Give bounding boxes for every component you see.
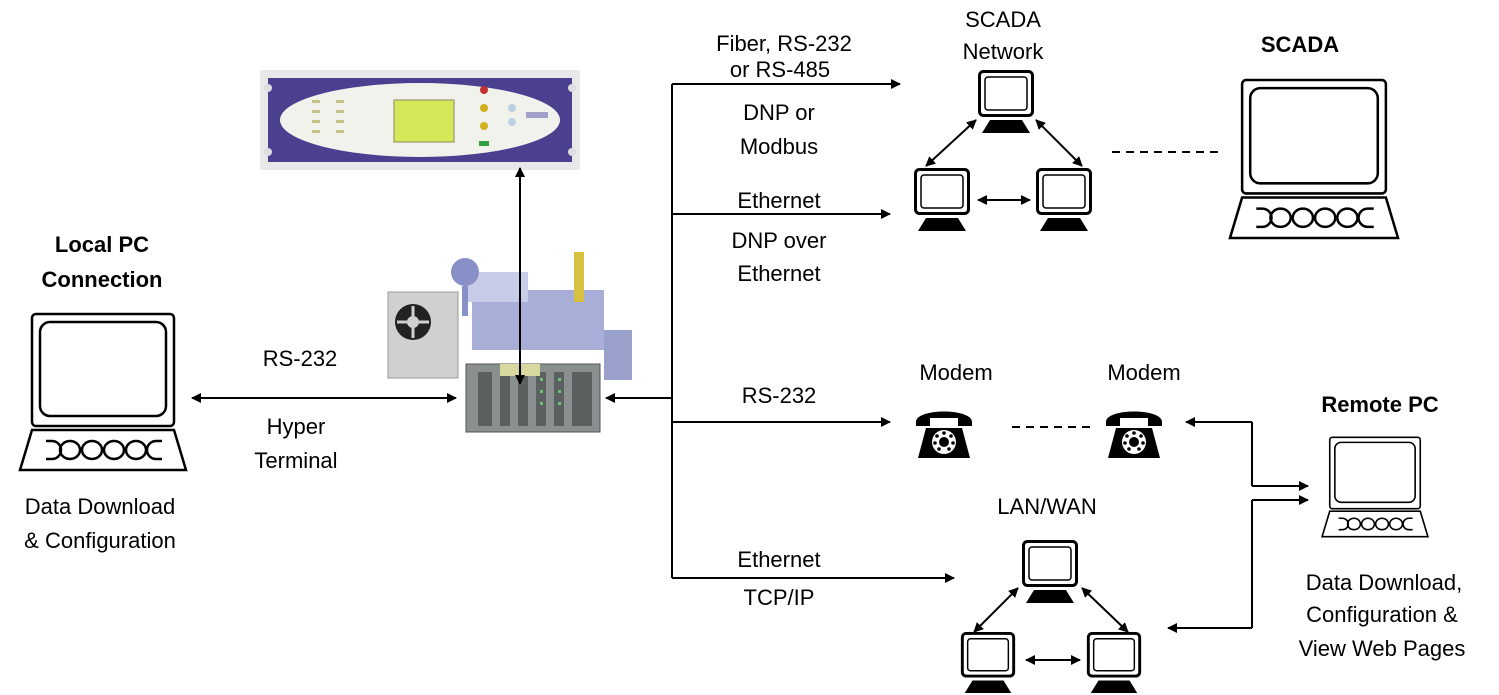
local-link: RS-232 Hyper Terminal bbox=[191, 346, 457, 473]
transformer-device bbox=[387, 252, 632, 433]
local-pc-group: Local PC Connection Data Download & Conf… bbox=[18, 232, 188, 553]
remote-pc-caption: Data Download, bbox=[1306, 570, 1463, 595]
scada-title: SCADA bbox=[1261, 32, 1339, 57]
scada-link-label-line2: or RS-485 bbox=[730, 57, 830, 82]
lan-top-monitor-icon bbox=[1022, 540, 1078, 604]
local-link-sublabel-line2: Terminal bbox=[254, 448, 337, 473]
scada-link-label: Fiber, RS-232 bbox=[716, 31, 852, 56]
scada-link-protocol: DNP or bbox=[743, 100, 815, 125]
tcp-link-sublabel: TCP/IP bbox=[744, 585, 815, 610]
remote-laptop-icon bbox=[1321, 436, 1429, 538]
front-panel-device bbox=[260, 70, 580, 170]
lcd-screen bbox=[393, 99, 455, 143]
local-pc-caption-line2: & Configuration bbox=[24, 528, 176, 553]
ethernet-link-label: Ethernet bbox=[737, 188, 820, 213]
scada-network-right-monitor-icon bbox=[1036, 168, 1092, 232]
modem-right-phone-icon bbox=[1106, 411, 1162, 458]
scada-network-group: SCADA Network bbox=[914, 7, 1092, 232]
remote-pc-group: Remote PC Data Download, Configuration &… bbox=[1299, 392, 1466, 661]
lan-wan-title: LAN/WAN bbox=[997, 494, 1096, 519]
local-pc-title-line2: Connection bbox=[42, 267, 163, 292]
local-pc-caption: Data Download bbox=[25, 494, 175, 519]
lan-wan-group: LAN/WAN bbox=[960, 494, 1142, 694]
local-link-sublabel: Hyper bbox=[267, 414, 326, 439]
lan-right-monitor-icon bbox=[1086, 632, 1142, 694]
local-laptop-icon bbox=[18, 312, 188, 472]
scada-link-protocol-line2: Modbus bbox=[740, 134, 818, 159]
ethernet-link-sublabel-line2: Ethernet bbox=[737, 261, 820, 286]
remote-pc-title: Remote PC bbox=[1321, 392, 1438, 417]
scada-network-title-line2: Network bbox=[963, 39, 1045, 64]
scada-laptop-icon bbox=[1228, 78, 1400, 240]
ethernet-link-sublabel: DNP over bbox=[732, 228, 827, 253]
local-pc-title: Local PC bbox=[55, 232, 149, 257]
remote-pc-caption-line3: View Web Pages bbox=[1299, 636, 1466, 661]
scada-network-left-monitor-icon bbox=[914, 168, 970, 232]
tcp-link-label: Ethernet bbox=[737, 547, 820, 572]
trunk-lines bbox=[605, 79, 955, 583]
remote-links bbox=[1167, 417, 1309, 633]
local-link-label: RS-232 bbox=[263, 346, 338, 371]
modem-left-phone-icon bbox=[916, 411, 972, 458]
modem-link-label: RS-232 bbox=[742, 383, 817, 408]
remote-pc-caption-line2: Configuration & bbox=[1306, 602, 1458, 627]
modem-left-label: Modem bbox=[919, 360, 992, 385]
modem-group: Modem Modem bbox=[916, 360, 1181, 458]
lan-left-monitor-icon bbox=[960, 632, 1016, 694]
scada-network-title: SCADA bbox=[965, 7, 1041, 32]
modem-right-label: Modem bbox=[1107, 360, 1180, 385]
scada-group: SCADA bbox=[1228, 32, 1400, 240]
scada-network-top-monitor-icon bbox=[978, 70, 1034, 134]
